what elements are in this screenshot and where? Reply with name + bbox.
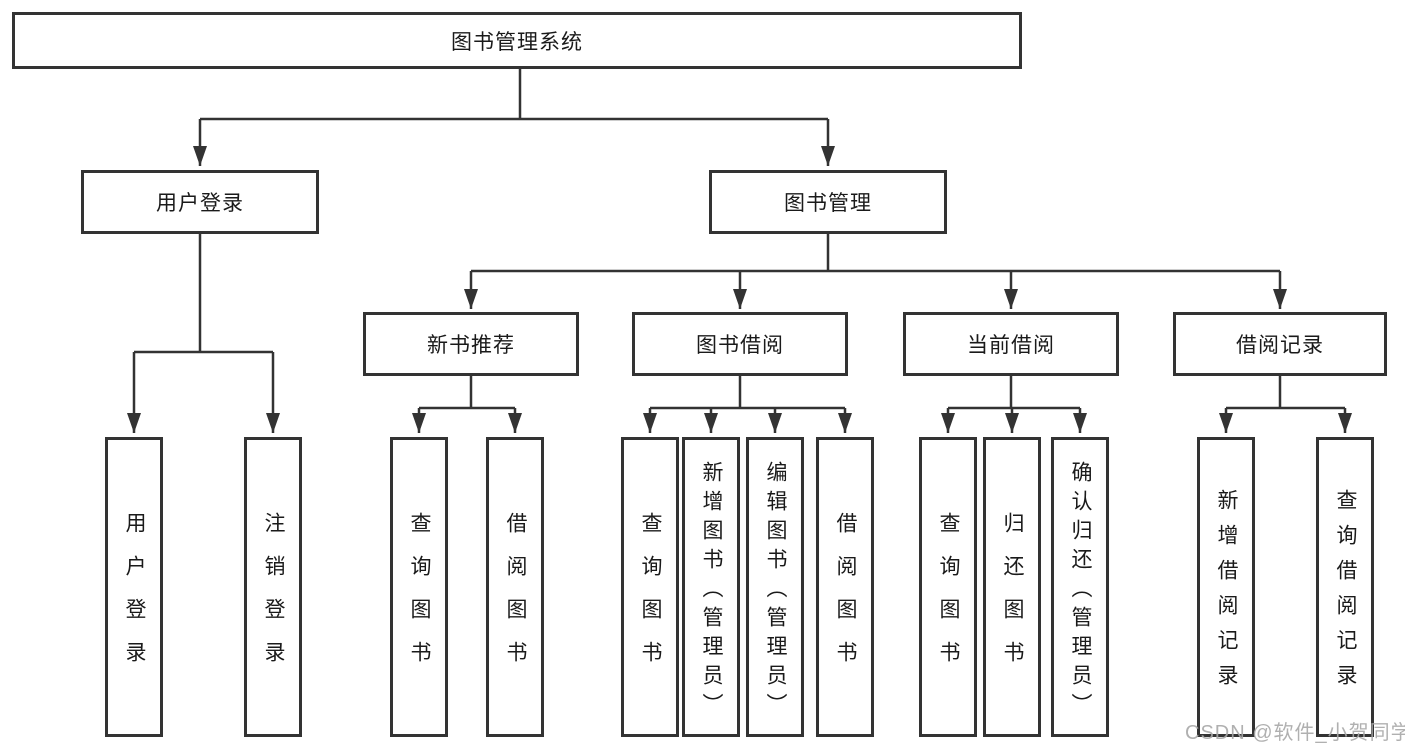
node-current-borrow-label: 当前借阅 <box>967 334 1055 357</box>
node-user-login-label: 用户登录 <box>156 192 244 215</box>
node-borrow-records: 借阅记录 <box>1173 312 1387 376</box>
node-user-login-leaf: 用户登录 <box>105 437 163 737</box>
node-confirm-return-admin: 确认归还（管理员） <box>1051 437 1109 737</box>
node-query-borrow-record: 查询借阅记录 <box>1316 437 1374 737</box>
node-root: 图书管理系统 <box>12 12 1022 69</box>
node-logout: 注销登录 <box>244 437 302 737</box>
node-add-book-admin-label: 新增图书（管理员） <box>700 460 723 722</box>
node-book-borrow-label: 图书借阅 <box>696 334 784 357</box>
node-borrow-books-leaf: 借阅图书 <box>816 437 874 737</box>
node-return-book-label: 归还图书 <box>1001 512 1024 684</box>
node-current-query-books: 查询图书 <box>919 437 977 737</box>
node-logout-label: 注销登录 <box>262 512 285 684</box>
node-add-borrow-record: 新增借阅记录 <box>1197 437 1255 737</box>
node-return-book: 归还图书 <box>983 437 1041 737</box>
node-borrow-query-books: 查询图书 <box>621 437 679 737</box>
csdn-watermark: CSDN @软件_小贺同学 <box>1185 722 1405 744</box>
node-root-label: 图书管理系统 <box>451 30 583 54</box>
node-user-login: 用户登录 <box>81 170 319 234</box>
node-recommend-query-books: 查询图书 <box>390 437 448 737</box>
node-new-book-recommend: 新书推荐 <box>363 312 579 376</box>
node-add-borrow-record-label: 新增借阅记录 <box>1215 489 1238 699</box>
node-confirm-return-admin-label: 确认归还（管理员） <box>1069 460 1092 722</box>
node-current-borrow: 当前借阅 <box>903 312 1119 376</box>
node-book-management: 图书管理 <box>709 170 947 234</box>
node-query-borrow-record-label: 查询借阅记录 <box>1334 489 1357 699</box>
node-recommend-borrow-books: 借阅图书 <box>486 437 544 737</box>
node-add-book-admin: 新增图书（管理员） <box>682 437 740 737</box>
node-recommend-query-books-label: 查询图书 <box>408 512 431 684</box>
node-recommend-borrow-books-label: 借阅图书 <box>504 512 527 684</box>
node-new-book-recommend-label: 新书推荐 <box>427 334 515 357</box>
node-borrow-books-leaf-label: 借阅图书 <box>834 512 857 684</box>
node-borrow-query-books-label: 查询图书 <box>639 512 662 684</box>
node-book-management-label: 图书管理 <box>784 192 872 215</box>
node-book-borrow: 图书借阅 <box>632 312 848 376</box>
node-edit-book-admin: 编辑图书（管理员） <box>746 437 804 737</box>
node-borrow-records-label: 借阅记录 <box>1236 334 1324 357</box>
node-edit-book-admin-label: 编辑图书（管理员） <box>764 460 787 722</box>
node-user-login-leaf-label: 用户登录 <box>123 512 146 684</box>
node-current-query-books-label: 查询图书 <box>937 512 960 684</box>
